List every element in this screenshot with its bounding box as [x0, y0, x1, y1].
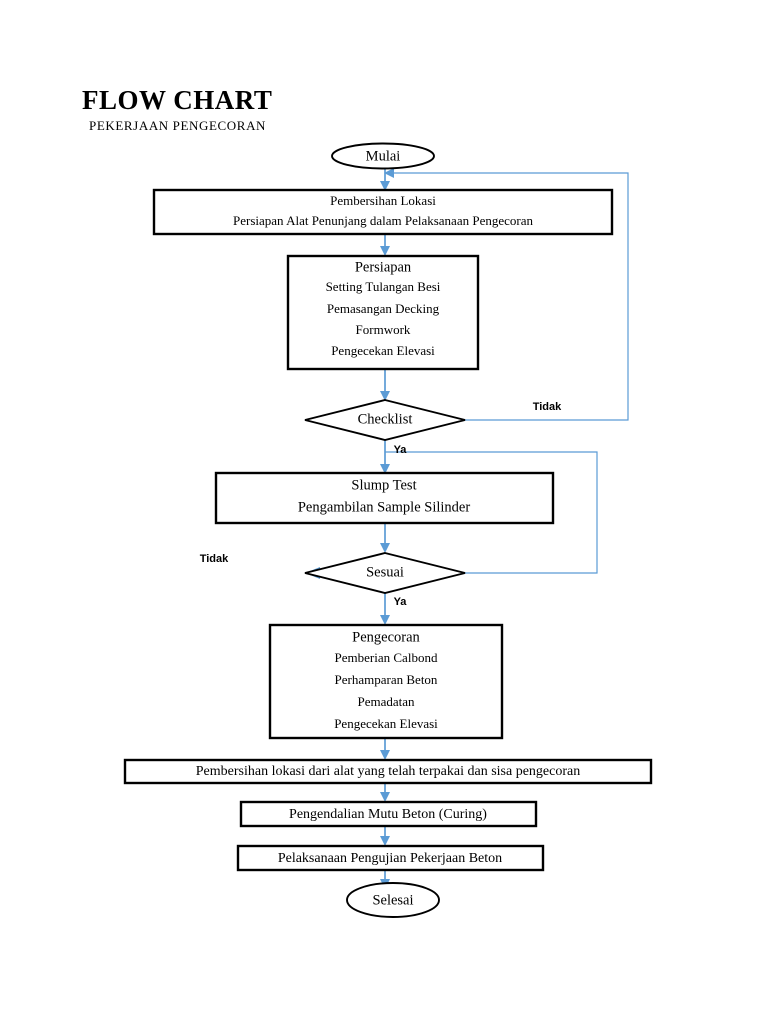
edge-sesuai-ya-to-pengecoran [380, 593, 390, 625]
node-persiapan-line3: Formwork [356, 322, 411, 337]
edge-sesuai-feedback [385, 451, 598, 574]
node-persiapan-heading: Persiapan [355, 259, 412, 275]
edge-curing-to-pengujian [380, 826, 390, 846]
edge-label-ya-sesuai: Ya [394, 596, 408, 608]
node-pengujian[interactable]: Pelaksanaan Pengujian Pekerjaan Beton [236, 844, 545, 872]
node-persiapan[interactable]: Persiapan Setting Tulangan Besi Pemasang… [286, 254, 480, 371]
node-checklist-label: Checklist [358, 411, 413, 427]
node-pengecoran[interactable]: Pengecoran Pemberian Calbond Perhamparan… [268, 623, 504, 740]
node-persiapan-line4: Pengecekan Elevasi [331, 343, 435, 358]
node-pengecoran-line4: Pengecekan Elevasi [334, 716, 438, 731]
page-title: FLOW CHART [82, 85, 273, 115]
node-end[interactable]: Selesai [346, 882, 440, 918]
edge-pembersihan-to-persiapan [380, 234, 390, 256]
edge-pengecoran-to-pembersihan2 [380, 738, 390, 760]
node-start-label: Mulai [366, 148, 401, 164]
node-sesuai-decision[interactable]: Sesuai [304, 552, 466, 594]
node-pengecoran-heading: Pengecoran [352, 629, 420, 645]
edge-pembersihan2-to-curing [380, 783, 390, 802]
node-curing-main: Pengendalian Mutu Beton ( [289, 807, 444, 822]
edge-checklist-ya-to-slump [380, 440, 390, 474]
node-pengecoran-line2: Perhamparan Beton [335, 672, 438, 687]
node-slump-line1: Slump Test [351, 477, 416, 493]
edge-label-ya-checklist: Ya [394, 444, 408, 456]
node-pembersihan-line2: Persiapan Alat Penunjang dalam Pelaksana… [233, 213, 533, 228]
node-pembersihan-lokasi[interactable]: Pembersihan Lokasi Persiapan Alat Penunj… [152, 188, 614, 236]
node-sesuai-label: Sesuai [366, 564, 404, 580]
edge-label-tidak-sesuai: Tidak [200, 553, 229, 565]
node-end-label: Selesai [372, 892, 413, 908]
node-pembersihan-sisa-label: Pembersihan lokasi dari alat yang telah … [196, 764, 580, 779]
node-pengecoran-line3: Pemadatan [357, 694, 415, 709]
node-curing-italic: Curing [443, 807, 482, 822]
title-block: FLOW CHART PEKERJAAN PENGECORAN [82, 86, 272, 134]
node-persiapan-line1: Setting Tulangan Besi [326, 279, 441, 294]
page-subtitle: PEKERJAAN PENGECORAN [89, 118, 267, 134]
edge-slump-to-sesuai [380, 523, 390, 553]
node-pembersihan-line1: Pembersihan Lokasi [330, 193, 436, 208]
edge-checklist-tidak-feedback [384, 168, 629, 421]
edge-persiapan-to-checklist [380, 369, 390, 401]
node-curing-label: Pengendalian Mutu Beton (Curing) [289, 807, 487, 822]
node-pembersihan-sisa[interactable]: Pembersihan lokasi dari alat yang telah … [123, 758, 653, 785]
node-pengecoran-line1: Pemberian Calbond [335, 650, 438, 665]
node-slump-line2: Pengambilan Sample Silinder [298, 499, 471, 515]
node-curing-tail: ) [482, 807, 487, 822]
edge-start-to-pembersihan [380, 168, 390, 191]
node-start[interactable]: Mulai [331, 142, 435, 170]
node-checklist-decision[interactable]: Checklist [304, 399, 466, 441]
node-slump-test[interactable]: Slump Test Pengambilan Sample Silinder [214, 471, 555, 525]
edge-label-tidak-checklist: Tidak [533, 401, 562, 413]
node-persiapan-line2: Pemasangan Decking [327, 301, 440, 316]
node-pengujian-label: Pelaksanaan Pengujian Pekerjaan Beton [278, 851, 502, 866]
node-curing[interactable]: Pengendalian Mutu Beton (Curing) [239, 800, 538, 828]
